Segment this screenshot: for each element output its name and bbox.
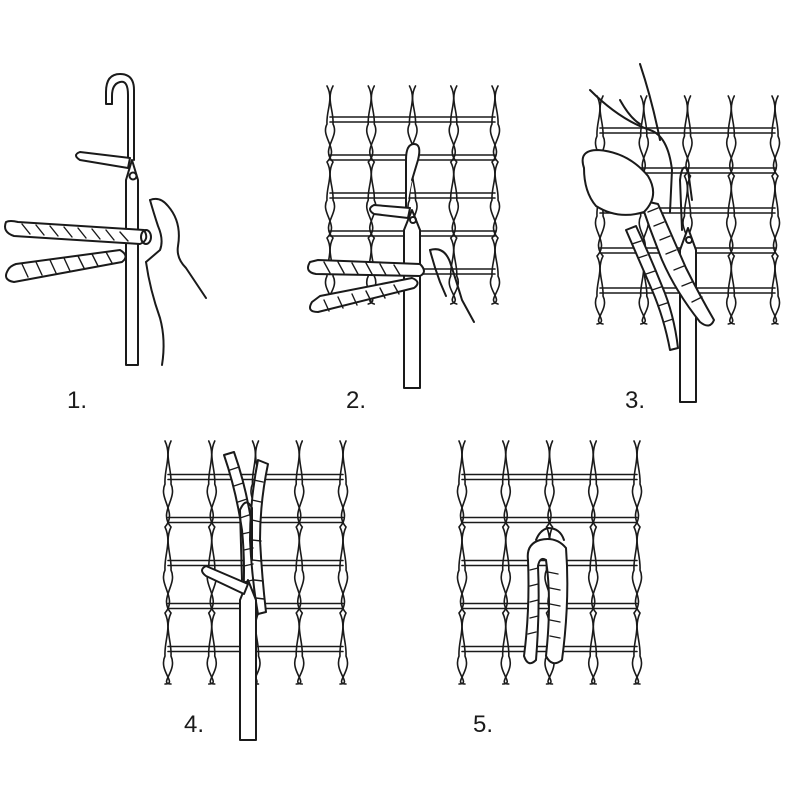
knot-icon (523, 527, 569, 665)
latch-hook-icon (369, 143, 421, 389)
step-1-illustration (4, 73, 207, 366)
yarn-strand-icon (307, 259, 425, 313)
latch-hook-icon (75, 73, 139, 366)
step-1-label: 1. (67, 387, 88, 414)
hand-icon (145, 197, 207, 366)
step-4-label: 4. (184, 711, 205, 738)
yarn-strand-icon (4, 220, 152, 283)
yarn-strand-icon (625, 199, 715, 351)
yarn-strand-icon (223, 451, 269, 615)
step-5-label: 5. (473, 711, 494, 738)
step-3-illustration (581, 63, 781, 403)
step-4-illustration (162, 440, 349, 741)
step-3-label: 3. (625, 387, 646, 414)
step-5-illustration (456, 440, 643, 685)
step-2-illustration (307, 85, 501, 389)
latch-hook-icon (201, 501, 257, 741)
hand-icon (429, 248, 475, 323)
hand-icon (581, 63, 673, 216)
step-2-label: 2. (346, 387, 367, 414)
